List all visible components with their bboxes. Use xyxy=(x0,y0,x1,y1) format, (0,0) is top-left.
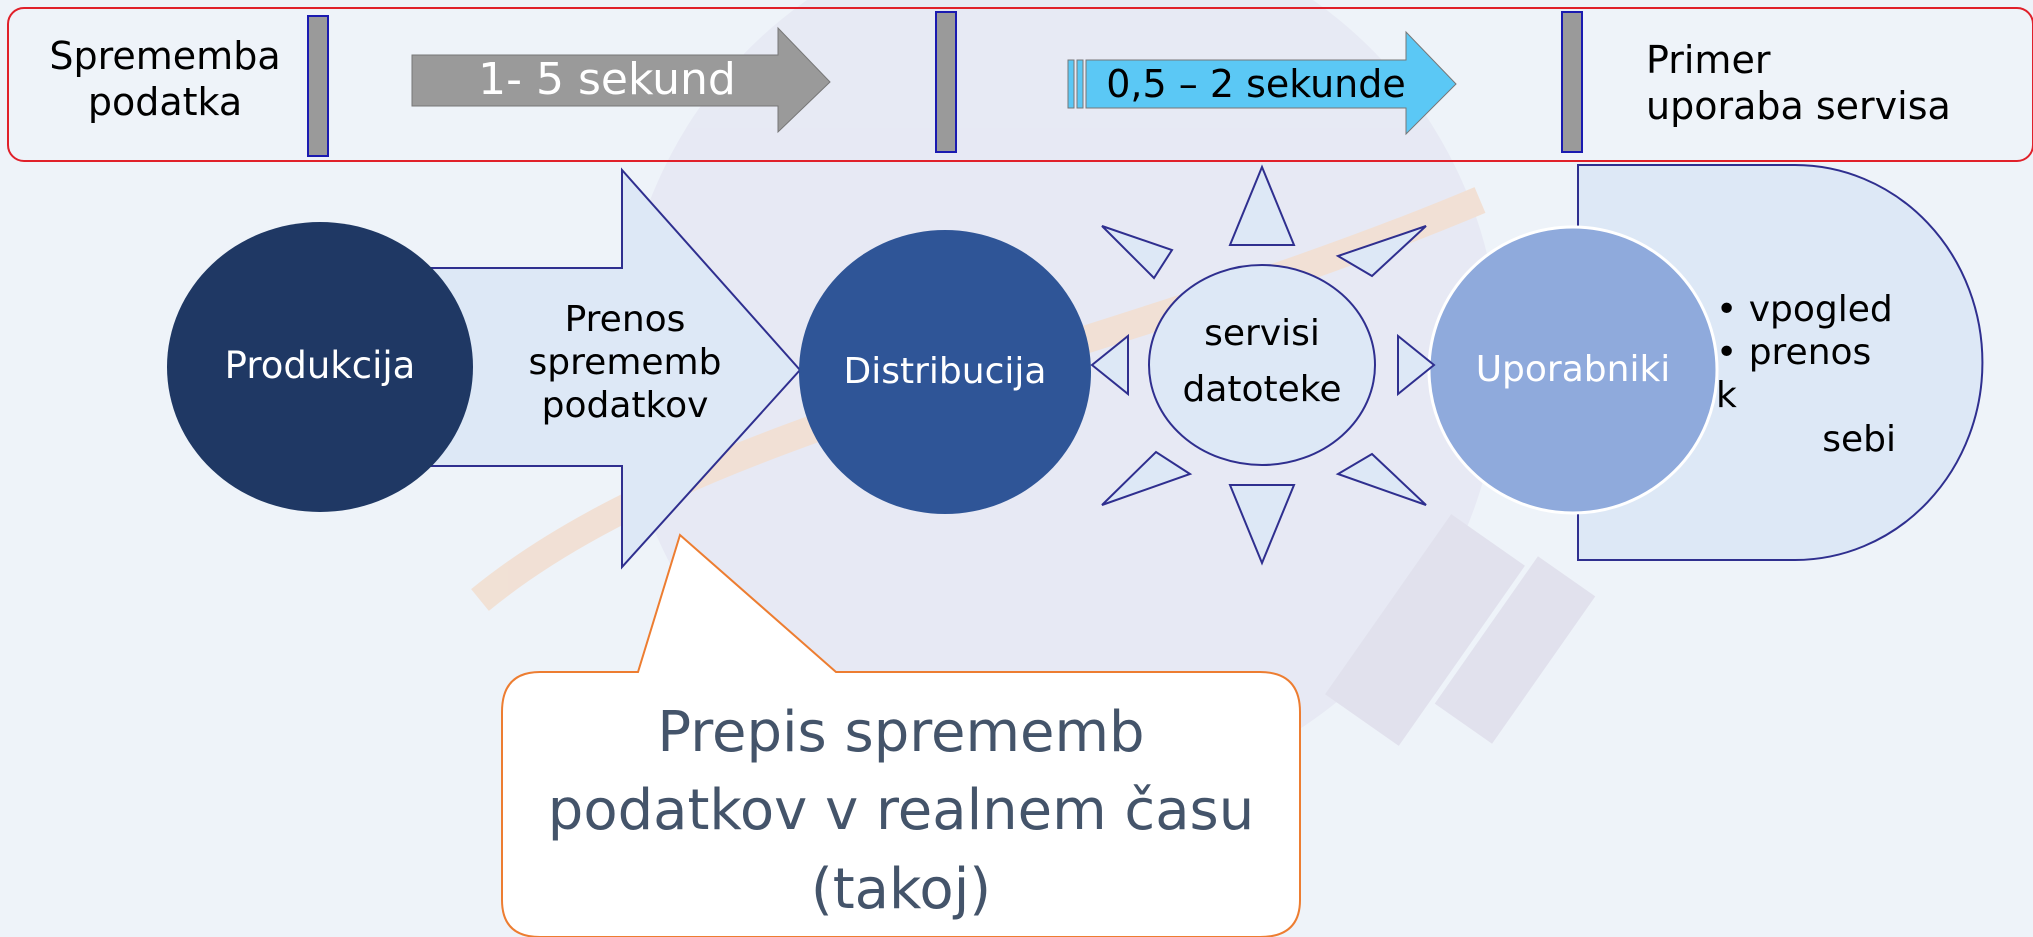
arrow-1-shape xyxy=(411,26,831,134)
services-center-ellipse xyxy=(1148,264,1376,466)
services-sunburst xyxy=(1090,164,1436,566)
users-label: Uporabniki xyxy=(1475,349,1671,390)
callout-text: Prepis sprememb podatkov v realnem času … xyxy=(547,700,1255,922)
distribution-circle xyxy=(799,230,1091,514)
user-actions-list: • vpogled • prenos k sebi xyxy=(1716,288,1896,461)
user-action-item: • vpogled xyxy=(1716,289,1893,330)
transfer-arrow-shape xyxy=(429,167,802,570)
arrow-2-label: 0,5 – 2 sekunde xyxy=(1106,62,1406,106)
ray-bottom-left xyxy=(1101,450,1193,506)
arrow-2-tail-stripe-1 xyxy=(1067,59,1075,109)
ray-bottom xyxy=(1228,484,1296,566)
timeline-start-label: Sprememba podatka xyxy=(49,34,281,124)
ray-top-left xyxy=(1101,225,1174,280)
timeline-marker-start xyxy=(307,15,329,157)
ray-bottom-right xyxy=(1335,452,1427,506)
distribution-label: Distribucija xyxy=(843,351,1047,392)
arrow-2-tail-stripe-2 xyxy=(1076,59,1084,109)
timeline-frame xyxy=(7,7,2033,162)
user-action-item-continued: sebi xyxy=(1822,418,1896,460)
timeline-marker-middle xyxy=(935,11,957,153)
transfer-label: Prenos sprememb podatkov xyxy=(528,299,722,427)
timeline-end-label: Primer uporaba servisa xyxy=(1646,38,1951,128)
production-label: Produkcija xyxy=(224,344,416,387)
ray-left xyxy=(1090,333,1129,397)
timeline-marker-end xyxy=(1561,11,1583,153)
production-circle xyxy=(167,222,473,512)
ray-right xyxy=(1397,333,1436,397)
arrow-1-label: 1- 5 sekund xyxy=(478,54,736,105)
ray-top xyxy=(1228,164,1296,246)
services-label: servisi datoteke xyxy=(1182,313,1342,410)
ray-top-right xyxy=(1335,225,1427,278)
user-action-item: • prenos k xyxy=(1716,332,1872,417)
arrow-2-shape xyxy=(1085,30,1457,136)
